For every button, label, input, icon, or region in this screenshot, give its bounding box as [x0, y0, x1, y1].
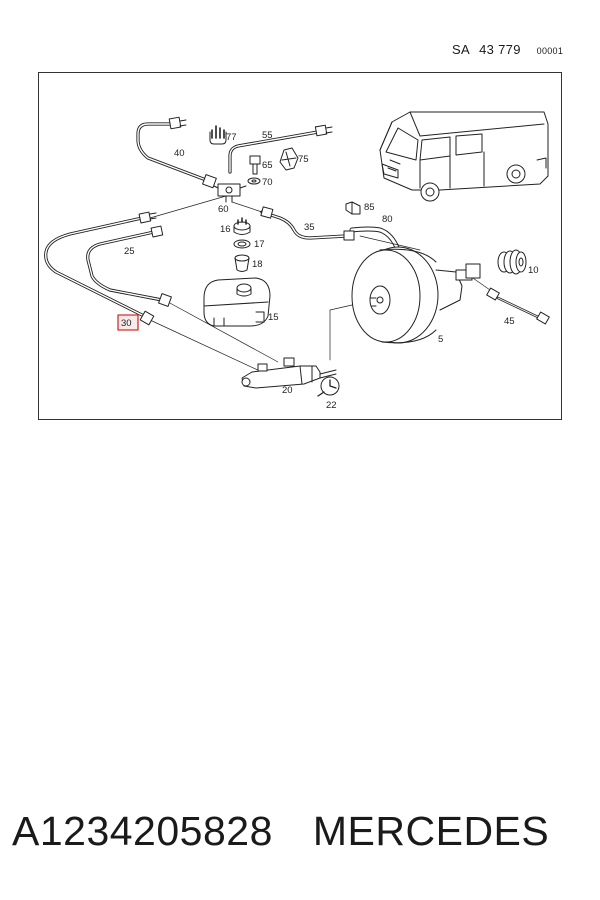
label-35: 35 — [304, 222, 315, 233]
pushrod-45 — [486, 287, 550, 325]
vacuum-hose-80 — [349, 226, 401, 253]
label-15: 15 — [268, 312, 279, 323]
diagram-header: SA 43 779 00001 — [452, 42, 563, 57]
label-10: 10 — [528, 265, 539, 276]
label-30: 30 — [121, 318, 132, 329]
highlight-30[interactable]: 30 — [117, 314, 139, 331]
label-80: 80 — [382, 214, 393, 225]
label-70: 70 — [262, 177, 273, 188]
bracket-75 — [279, 147, 299, 171]
bolt-65 — [249, 155, 261, 175]
highlight-box — [117, 314, 139, 331]
label-55: 55 — [262, 130, 273, 141]
brand-name: MERCEDES — [312, 808, 550, 854]
cap-16 — [233, 217, 251, 235]
brake-line-30 — [44, 211, 157, 326]
label-85: 85 — [364, 202, 375, 213]
filter-18 — [234, 254, 250, 272]
leader-lines — [149, 195, 491, 373]
label-22: 22 — [326, 400, 337, 411]
header-code: 00001 — [536, 46, 564, 56]
label-17: 17 — [254, 239, 265, 250]
van-illustration — [379, 111, 549, 202]
diagram-frame — [38, 72, 562, 420]
label-75: 75 — [298, 154, 309, 165]
label-60: 60 — [218, 204, 229, 215]
label-77: 77 — [226, 132, 237, 143]
brake-booster-5 — [351, 246, 481, 344]
label-5: 5 — [438, 334, 443, 345]
part-number: A1234205828 — [12, 808, 273, 854]
brake-line-40 — [136, 116, 217, 189]
brake-line-35 — [260, 206, 355, 241]
clip-77 — [209, 125, 227, 145]
label-20: 20 — [282, 385, 293, 396]
label-40: 40 — [174, 148, 185, 159]
brake-line-55 — [228, 124, 333, 174]
washer-70 — [247, 177, 261, 185]
label-18: 18 — [252, 259, 263, 270]
clip-85 — [345, 201, 361, 215]
part-footer: A1234205828 MERCEDES — [12, 808, 592, 855]
seal-17 — [233, 239, 251, 249]
header-number: 43 779 — [479, 42, 521, 57]
master-cylinder-20 — [241, 357, 337, 389]
reservoir-15 — [203, 277, 271, 327]
callout-labels: 77 55 40 65 75 70 60 85 80 35 16 17 18 2… — [124, 130, 539, 411]
label-25: 25 — [124, 246, 135, 257]
gaiter-10 — [497, 249, 527, 275]
label-65: 65 — [262, 160, 273, 171]
brake-line-25 — [86, 225, 172, 307]
header-prefix: SA — [452, 42, 470, 57]
label-45: 45 — [504, 316, 515, 327]
label-16: 16 — [220, 224, 231, 235]
wrench-icon — [317, 376, 340, 397]
distributor-60 — [213, 183, 247, 203]
